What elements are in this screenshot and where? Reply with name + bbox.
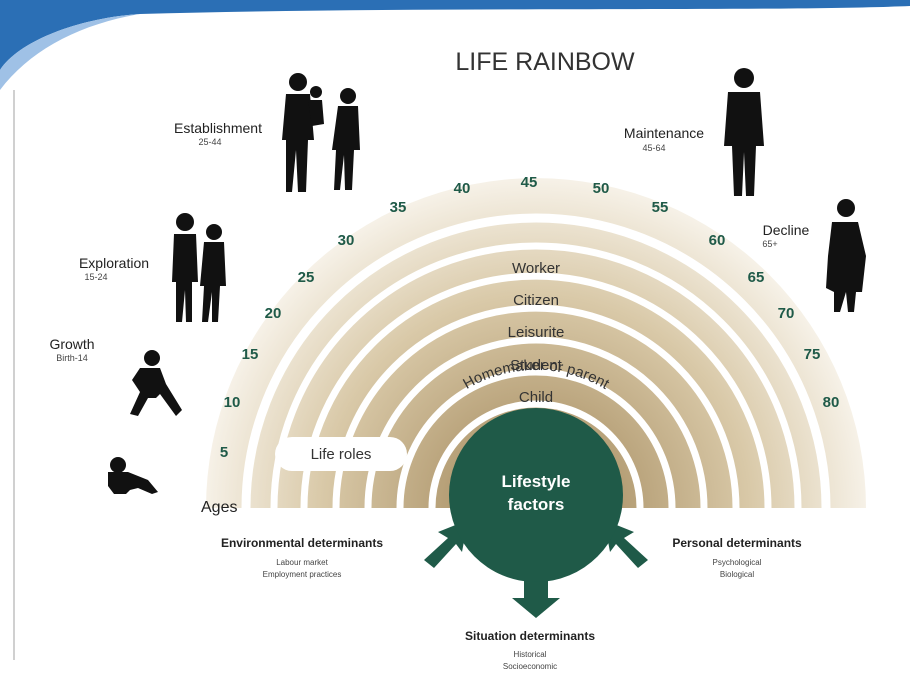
- arrow-right-icon: [604, 520, 648, 568]
- role-label-worker: Worker: [512, 260, 560, 277]
- center-label-line1: Lifestyle: [502, 472, 571, 491]
- lifestyle-circle: [449, 408, 623, 582]
- rainbow-ring: [300, 272, 772, 509]
- age-label: 40: [454, 180, 471, 197]
- establishment-couple-icon: [282, 73, 360, 192]
- growth-child-icon: [130, 350, 182, 416]
- stage-exploration-range: 15-24: [84, 272, 107, 282]
- age-label: 5: [220, 444, 228, 461]
- exploration-teens-icon: [172, 213, 226, 322]
- growth-baby-icon: [108, 457, 158, 494]
- age-label: 30: [338, 232, 355, 249]
- life-roles-label: Life roles: [311, 446, 372, 463]
- page-title: LIFE RAINBOW: [455, 48, 635, 76]
- age-label: 45: [521, 174, 538, 191]
- stage-maintenance-label: Maintenance: [624, 125, 704, 141]
- stage-exploration-label: Exploration: [79, 255, 149, 271]
- age-label: 15: [242, 346, 259, 363]
- stage-growth-range: Birth-14: [56, 353, 88, 363]
- rainbow-ring: [364, 336, 708, 509]
- age-label: 35: [390, 199, 407, 216]
- stage-establishment-range: 25-44: [198, 137, 221, 147]
- age-label: 65: [748, 269, 765, 286]
- center-label-line2: factors: [508, 495, 565, 514]
- personal-determinants-title: Personal determinants: [672, 536, 802, 550]
- decline-elder-icon: [826, 199, 866, 312]
- stage-decline-range: 65+: [762, 239, 777, 249]
- role-label-student: Student: [510, 357, 563, 374]
- personal-determinant-item: Biological: [720, 570, 754, 579]
- silhouettes: [108, 68, 866, 494]
- role-label-leisurite: Leisurite: [508, 324, 565, 341]
- rainbow-ring: [270, 242, 802, 509]
- age-label: 50: [593, 180, 610, 197]
- stage-maintenance-range: 45-64: [642, 143, 665, 153]
- role-label-child: Child: [519, 389, 553, 406]
- age-label: 55: [652, 199, 669, 216]
- role-label-citizen: Citizen: [513, 292, 559, 309]
- life-roles-pill: [275, 437, 407, 471]
- situation-determinant-item: Socioeconomic: [503, 662, 557, 671]
- age-label: 25: [298, 269, 315, 286]
- age-label: 10: [224, 394, 241, 411]
- situation-determinant-item: Historical: [514, 650, 547, 659]
- env-determinants-title: Environmental determinants: [221, 536, 383, 550]
- rainbow-ring: [396, 368, 676, 509]
- stage-decline-label: Decline: [763, 222, 810, 238]
- age-label: 75: [804, 346, 821, 363]
- stage-establishment-label: Establishment: [174, 120, 262, 136]
- age-label: 80: [823, 394, 840, 411]
- maintenance-man-icon: [724, 68, 764, 196]
- env-determinant-item: Employment practices: [263, 570, 342, 579]
- situation-determinants-title: Situation determinants: [465, 629, 595, 643]
- personal-determinant-item: Psychological: [713, 558, 762, 567]
- age-label: 60: [709, 232, 726, 249]
- stage-growth-label: Growth: [49, 336, 94, 352]
- arrow-left-icon: [424, 520, 468, 568]
- header-swoosh: [0, 0, 910, 90]
- age-label: 20: [265, 305, 282, 322]
- rainbow-ring: [241, 213, 831, 509]
- age-label: 70: [778, 305, 795, 322]
- age-labels: 5 10 15 20 25 30 35 40 45 50 55 60 65 70…: [220, 174, 840, 461]
- ages-label: Ages: [201, 499, 237, 516]
- rainbow-rings: [241, 213, 831, 509]
- rainbow-ring: [428, 400, 644, 509]
- env-determinant-item: Labour market: [276, 558, 328, 567]
- rainbow-ring: [332, 304, 740, 509]
